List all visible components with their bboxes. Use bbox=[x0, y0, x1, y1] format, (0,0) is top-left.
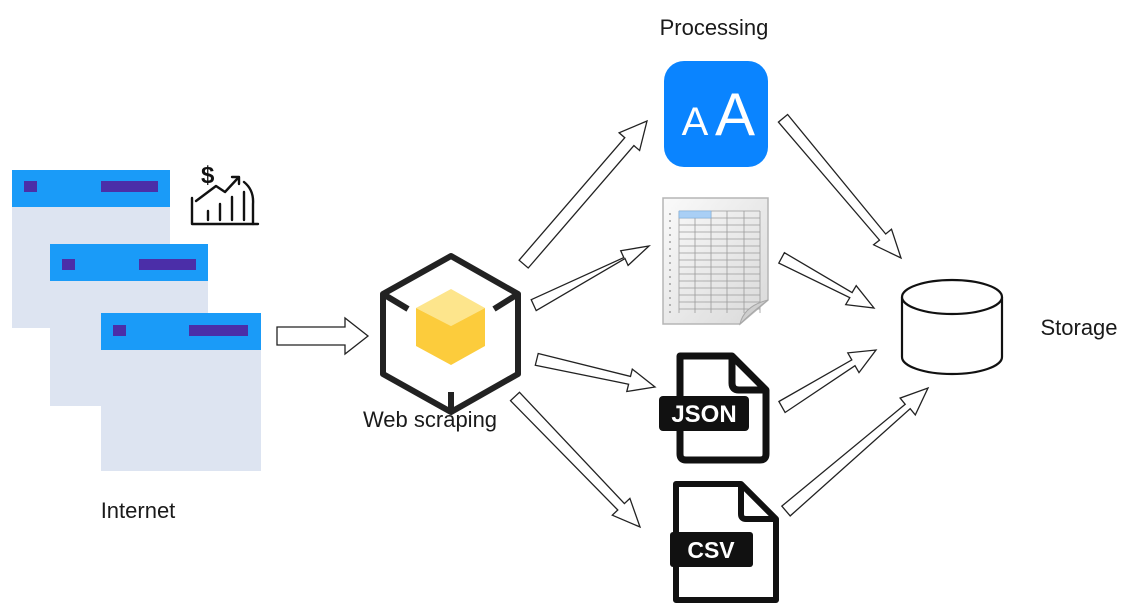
arrow-spreadsheet-to-storage bbox=[777, 251, 876, 309]
json-file-icon: JSON bbox=[659, 352, 770, 464]
web-page-card bbox=[101, 313, 261, 471]
spreadsheet-icon bbox=[662, 197, 769, 326]
database-icon bbox=[900, 278, 1004, 376]
money-chart-icon: $ bbox=[190, 162, 260, 226]
web-scraping-label: Web scraping bbox=[363, 407, 497, 432]
arrow-scraper-to-csv bbox=[509, 391, 642, 529]
arrow-scraper-to-spreadsheet bbox=[530, 245, 652, 312]
arrows bbox=[276, 113, 930, 529]
internet-label: Internet bbox=[101, 498, 176, 523]
arrow-csv-to-storage bbox=[780, 386, 930, 517]
font-glyph-large: A bbox=[715, 81, 755, 148]
json-badge-text: JSON bbox=[671, 401, 736, 428]
arrow-internet-to-scraper bbox=[276, 316, 370, 356]
internet-pages bbox=[12, 170, 261, 471]
cube-icon bbox=[380, 253, 521, 415]
arrow-scraper-to-processing bbox=[518, 119, 648, 269]
arrow-processing-to-storage bbox=[777, 113, 903, 260]
font-icon: A A bbox=[664, 61, 768, 167]
arrow-json-to-storage bbox=[778, 349, 878, 414]
font-glyph-small: A bbox=[682, 100, 709, 144]
csv-badge-text: CSV bbox=[687, 537, 735, 563]
csv-file-icon: CSV bbox=[670, 481, 779, 603]
storage-label: Storage bbox=[1040, 315, 1117, 340]
currency-symbol: $ bbox=[201, 162, 215, 189]
arrow-scraper-to-json bbox=[534, 352, 657, 393]
processing-label: Processing bbox=[660, 15, 769, 40]
